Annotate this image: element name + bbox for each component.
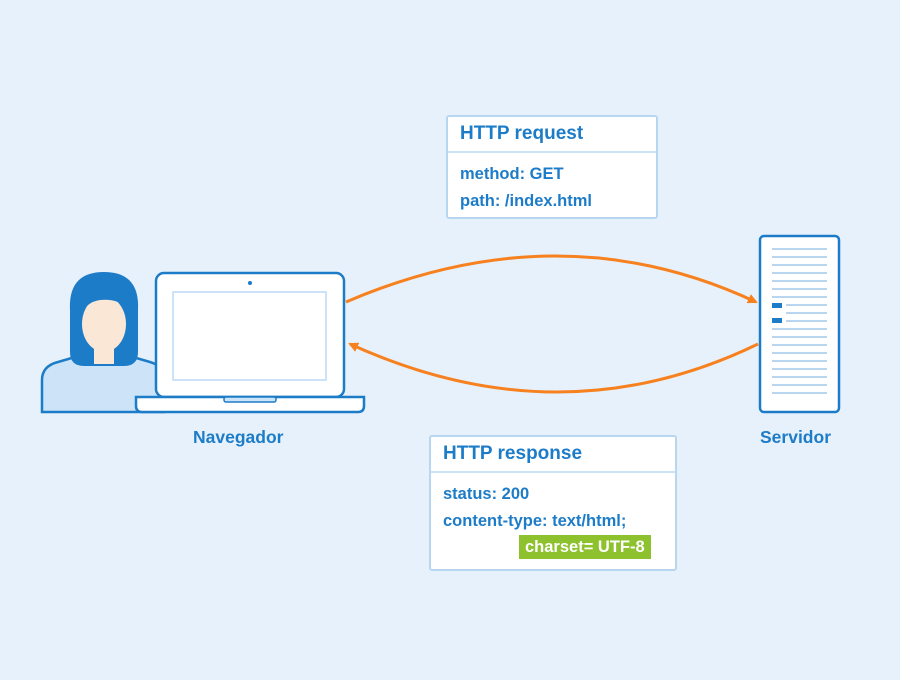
http-response-title: HTTP response xyxy=(431,437,675,473)
server-label: Servidor xyxy=(760,427,831,447)
http-response-box: HTTP response status: 200 content-type: … xyxy=(429,435,677,571)
browser-label: Navegador xyxy=(193,427,284,447)
response-arrow xyxy=(348,342,759,394)
request-method: method: GET xyxy=(460,165,564,183)
request-path: path: /index.html xyxy=(460,192,592,210)
server-icon xyxy=(758,234,841,414)
request-arrow xyxy=(345,254,758,304)
http-request-title: HTTP request xyxy=(448,117,656,153)
response-status: status: 200 xyxy=(443,485,530,503)
laptop-icon xyxy=(134,271,366,414)
http-request-box: HTTP request method: GET path: /index.ht… xyxy=(446,115,658,219)
response-content-type: content-type: text/html; xyxy=(443,512,627,530)
charset-highlight: charset= UTF-8 xyxy=(519,535,651,559)
user-icon xyxy=(40,272,166,414)
